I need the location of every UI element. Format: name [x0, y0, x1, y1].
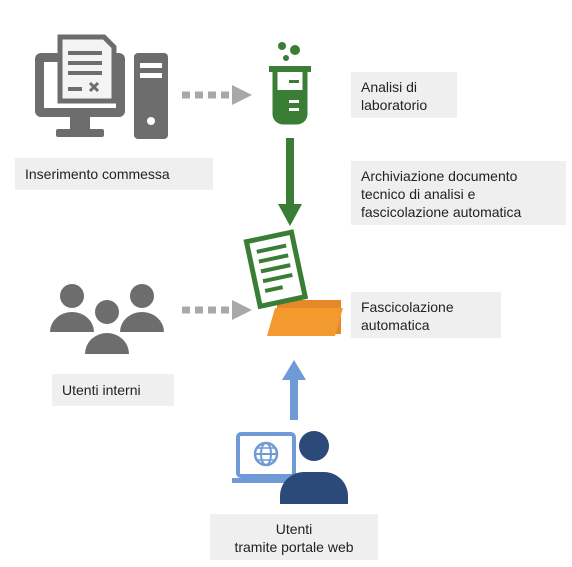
web-user-icon	[232, 431, 348, 504]
arrow-lab-to-folder	[278, 138, 302, 226]
label-utenti-portale: Utenti tramite portale web	[210, 514, 378, 560]
dotted-arrow-computer-to-lab	[182, 85, 252, 105]
label-utenti-interni: Utenti interni	[52, 374, 174, 406]
label-archiviazione: Archiviazione documento tecnico di anali…	[351, 161, 566, 225]
users-group-icon	[50, 284, 164, 354]
arrow-portal-to-folder	[282, 360, 306, 420]
beaker-icon	[269, 42, 311, 125]
folder-document-icon	[243, 229, 343, 336]
label-analisi-laboratorio: Analisi di laboratorio	[351, 72, 457, 118]
label-inserimento-commessa: Inserimento commessa	[15, 158, 213, 190]
computer-icon	[35, 34, 168, 139]
dotted-arrow-users-to-folder	[182, 300, 252, 320]
label-fascicolazione: Fascicolazione automatica	[351, 292, 501, 338]
